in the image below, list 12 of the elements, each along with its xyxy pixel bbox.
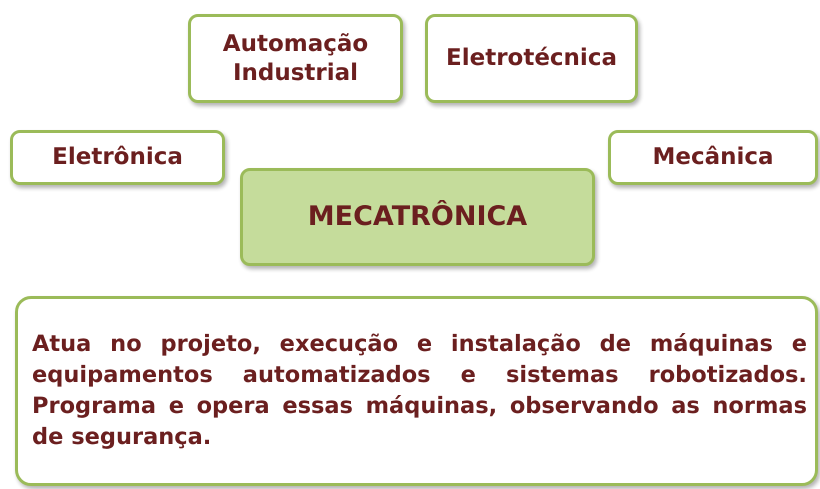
topic-box [188,14,403,103]
box-label: MECATRÔNICA [308,200,528,234]
title-box [240,168,595,266]
topic-box [425,14,638,103]
box-label: Automação Industrial [222,30,370,88]
description-text: Atua no projeto, execução e instalação de máquinas e equipamentos automatizados e sistemas robotizados. Programa e opera essas máquinas, observando as normas de segurança. [32,330,807,452]
description-box [15,296,818,486]
topic-box [608,130,818,185]
box-label: Mecânica [652,143,774,172]
topic-box [10,130,225,185]
box-label: Eletrônica [52,143,183,172]
box-label: Eletrotécnica [446,44,617,73]
